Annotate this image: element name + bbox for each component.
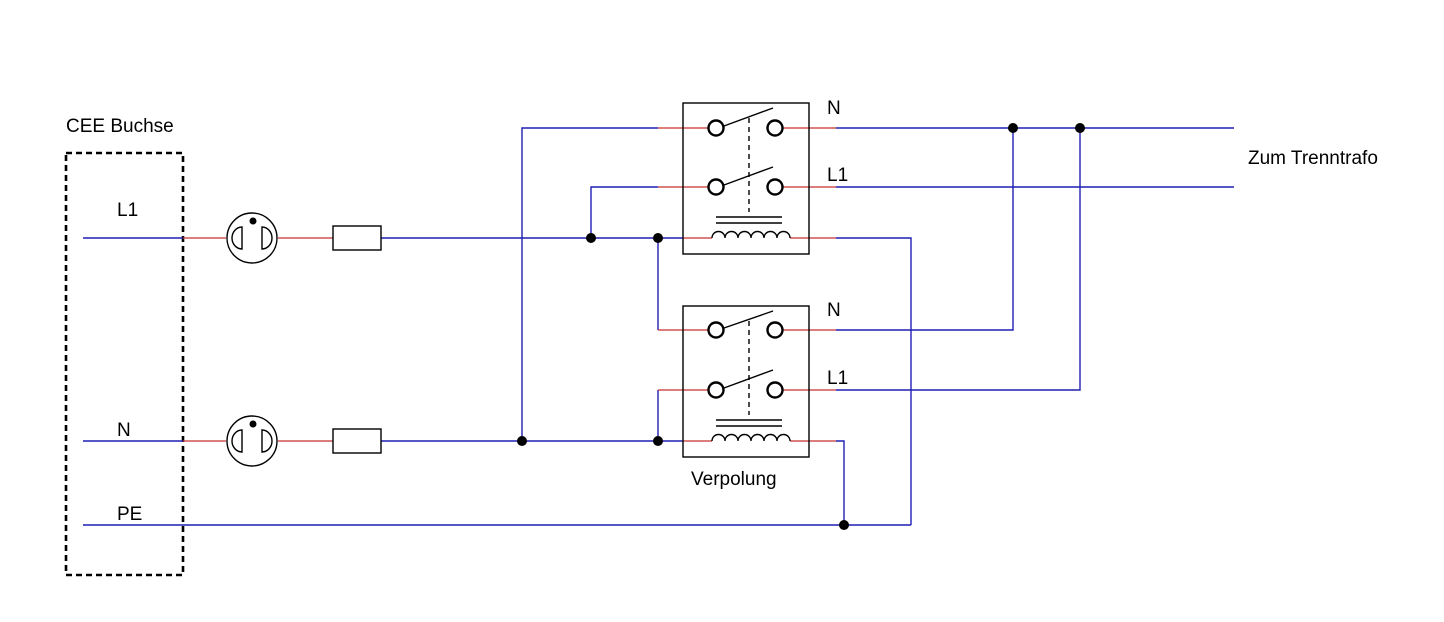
relay-bottom-n-label: N xyxy=(827,300,841,321)
cee-socket-title: CEE Buchse xyxy=(66,116,174,137)
fuse-l1 xyxy=(332,225,382,251)
relay-caption: Verpolung xyxy=(691,469,777,490)
label-n: N xyxy=(117,420,131,441)
relay-top xyxy=(682,102,810,255)
plug-symbol-l1 xyxy=(226,212,278,264)
output-label: Zum Trenntrafo xyxy=(1248,148,1378,169)
relay-top-l1-label: L1 xyxy=(827,165,848,186)
relay-top-n-label: N xyxy=(827,98,841,119)
label-l1: L1 xyxy=(117,200,138,221)
fuse-n xyxy=(332,428,382,454)
relay-bottom xyxy=(682,305,810,458)
junction-dots xyxy=(517,123,1085,530)
label-pe: PE xyxy=(117,504,142,525)
plug-symbol-n xyxy=(226,415,278,467)
relay-bottom-l1-label: L1 xyxy=(827,368,848,389)
cross-wiring xyxy=(521,127,1234,525)
